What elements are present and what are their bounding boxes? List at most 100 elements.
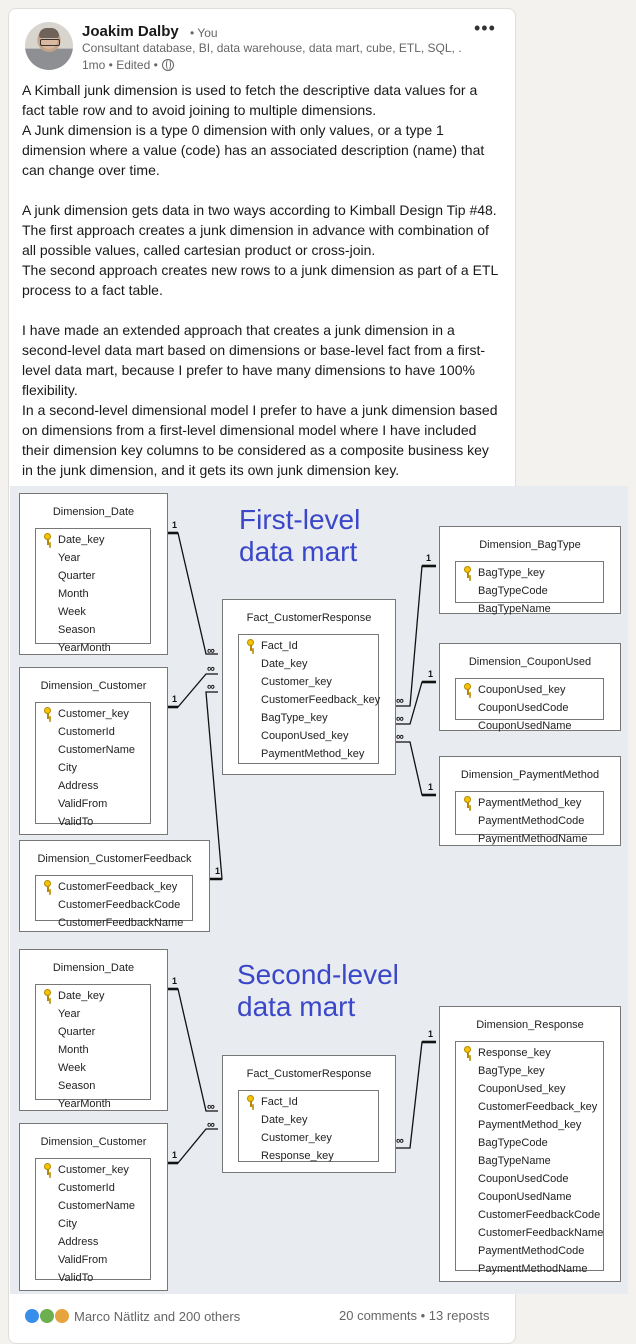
column-name: Fact_Id	[261, 1096, 298, 1108]
key-icon	[44, 1163, 51, 1177]
reactions-bar[interactable]: Marco Nätlitz and 200 others	[24, 1308, 240, 1324]
column-name: YearMonth	[58, 642, 111, 654]
rel-many-label: ∞	[396, 1135, 404, 1147]
author-relation: • You	[190, 26, 218, 40]
avatar[interactable]	[25, 22, 73, 70]
column-name: BagType_key	[478, 1065, 545, 1077]
post-meta: 1mo • Edited •	[82, 58, 174, 72]
column-name: ValidTo	[58, 1272, 94, 1284]
key-icon	[44, 707, 51, 721]
table-title: Dimension_Date	[52, 506, 135, 518]
table-title: Dimension_CustomerFeedback	[37, 853, 192, 865]
column-name: Quarter	[58, 570, 96, 582]
column-name: ValidFrom	[58, 798, 108, 810]
rel-one-label: 1	[215, 866, 221, 876]
first-level-label: First-level data mart	[239, 504, 361, 567]
post-paragraph: In a second-level dimensional model I pr…	[22, 402, 498, 478]
primary-key-column: PaymentMethod_key	[456, 794, 603, 812]
column-name: PaymentMethodCode	[478, 815, 585, 827]
post-paragraph: The second approach creates new rows to …	[22, 262, 498, 298]
rel-one-label: 1	[172, 1150, 178, 1160]
column-name: Response_key	[261, 1150, 334, 1162]
comments-reposts-count[interactable]: 20 comments • 13 reposts	[339, 1308, 490, 1323]
column-name: Date_key	[261, 1114, 308, 1126]
column-name: CouponUsed_key	[261, 730, 349, 742]
table-title: Dimension_Customer	[40, 1136, 147, 1148]
rel-one-label: 1	[428, 782, 434, 792]
primary-key-column: Fact_Id	[239, 1093, 378, 1111]
primary-key-column: Date_key	[36, 531, 150, 549]
post-paragraph: A Junk dimension is a type 0 dimension w…	[22, 122, 485, 178]
rel-one-label: 1	[428, 1029, 434, 1039]
column-name: CouponUsed_key	[478, 1083, 566, 1095]
primary-key-column: CouponUsed_key	[456, 681, 603, 699]
table-title: Fact_CustomerResponse	[246, 612, 372, 624]
table-title: Dimension_BagType	[479, 539, 581, 551]
key-icon	[464, 683, 471, 697]
post-image-diagram[interactable]: First-level data mart Second-level data …	[10, 486, 628, 1294]
rel-many-label: ∞	[396, 713, 404, 725]
key-icon	[247, 1095, 254, 1109]
more-options-icon[interactable]: •••	[474, 18, 496, 38]
rel-many-label: ∞	[396, 695, 404, 707]
celebrate-reaction-icon	[39, 1308, 55, 1324]
column-name: BagTypeName	[478, 603, 551, 615]
rel-many-label: ∞	[207, 1101, 215, 1113]
column-name: CouponUsed_key	[478, 684, 566, 696]
column-name: Month	[58, 588, 89, 600]
column-name: PaymentMethod_key	[478, 797, 582, 809]
column-name: City	[58, 1218, 77, 1230]
rel-many-label: ∞	[207, 1119, 215, 1131]
column-name: YearMonth	[58, 1098, 111, 1110]
key-icon	[464, 1046, 471, 1060]
column-name: CustomerFeedbackName	[478, 1227, 604, 1239]
rel-one-label: 1	[172, 520, 178, 530]
key-icon	[464, 796, 471, 810]
column-name: ValidTo	[58, 816, 94, 828]
column-name: Customer_key	[261, 1132, 332, 1144]
column-name: Fact_Id	[261, 640, 298, 652]
rel-one-label: 1	[426, 553, 432, 563]
rel-many-label: ∞	[207, 663, 215, 675]
column-name: City	[58, 762, 77, 774]
column-name: CustomerFeedback_key	[58, 881, 178, 893]
post-time: 1mo • Edited •	[82, 58, 158, 72]
author-name[interactable]: Joakim Dalby	[82, 23, 179, 40]
column-name: CustomerId	[58, 1182, 115, 1194]
column-name: PaymentMethodName	[478, 833, 588, 845]
primary-key-column: Customer_key	[36, 1161, 150, 1179]
table-title: Dimension_Customer	[40, 680, 147, 692]
funny-reaction-icon	[54, 1308, 70, 1324]
column-name: CustomerFeedbackName	[58, 917, 184, 929]
column-name: PaymentMethodName	[478, 1263, 588, 1275]
author-headline: Consultant database, BI, data warehouse,…	[82, 41, 462, 55]
table-title: Dimension_Response	[476, 1019, 584, 1031]
post-text: A Kimball junk dimension is used to fetc…	[22, 80, 502, 480]
post-paragraph: The first approach creates a junk dimens…	[22, 222, 489, 258]
column-name: Address	[58, 780, 99, 792]
reactions-count[interactable]: Marco Nätlitz and 200 others	[74, 1308, 241, 1324]
globe-icon	[161, 59, 174, 71]
rel-one-label: 1	[172, 976, 178, 986]
table-title: Dimension_CouponUsed	[468, 656, 592, 668]
column-name: CustomerFeedbackCode	[58, 899, 181, 911]
column-name: CustomerName	[58, 744, 136, 756]
column-name: Week	[58, 1062, 86, 1074]
column-name: Customer_key	[58, 1164, 129, 1176]
